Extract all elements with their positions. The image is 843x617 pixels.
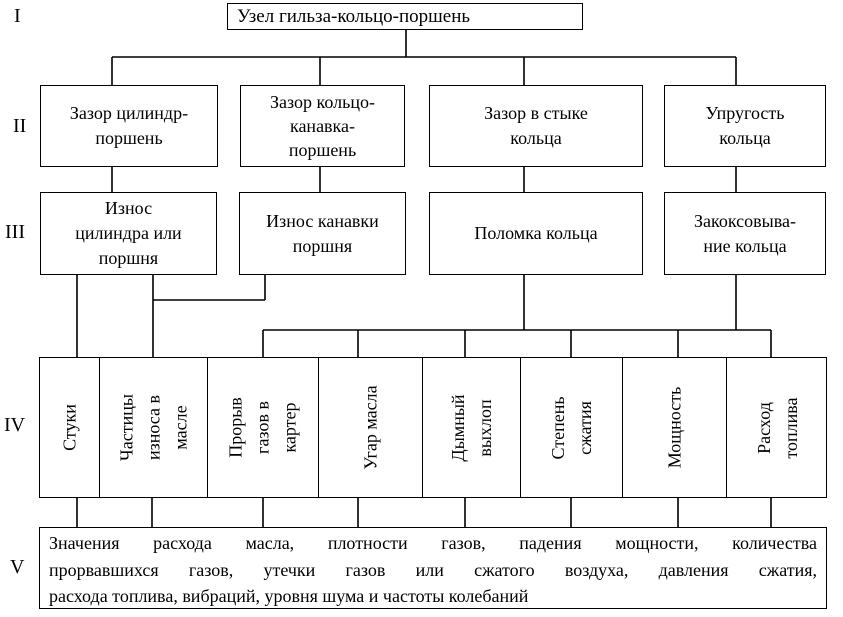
level3-box-ring-coking: Закоксовыва- ние кольца <box>664 192 826 275</box>
level4-cell-smoky-exhaust: Дымный выхлоп <box>422 358 520 497</box>
level4-label: Частицы износа в масле <box>116 394 190 461</box>
level4-cell-power: Мощность <box>622 358 726 497</box>
root-box: Узел гильза-кольцо-поршень <box>227 3 583 30</box>
level4-cell-oil-burning: Угар масла <box>318 358 422 497</box>
level5-parameters-box: Значения расхода масла, плотности газов,… <box>39 527 827 609</box>
row-label-3: III <box>5 221 25 243</box>
level2-box-clearance-cylinder-piston: Зазор цилиндр- поршень <box>40 85 218 167</box>
level4-label: Дымный выхлоп <box>447 393 495 462</box>
level5-line: Значения расхода масла, плотности газов,… <box>49 533 817 553</box>
row-label-4: IV <box>4 414 26 436</box>
level2-box-ring-gap-clearance: Зазор в стыке кольца <box>429 85 643 167</box>
level3-box-ring-breakage: Поломка кольца <box>429 192 643 275</box>
level3-box-piston-groove-wear: Износ канавки поршня <box>239 192 406 275</box>
level4-cell-fuel-consumption: Расход топлива <box>726 358 828 497</box>
level4-cell-knocks: Стуки <box>40 358 99 497</box>
row-label-5: V <box>10 556 25 578</box>
level3-box-cylinder-piston-wear: Износ цилиндра или поршня <box>40 192 217 275</box>
level4-label: Стуки <box>59 404 79 451</box>
level2-box-clearance-ring-groove-piston: Зазор кольцо- канавка- поршень <box>240 85 405 167</box>
level4-label: Мощность <box>664 386 684 469</box>
level4-cell-compression-ratio: Степень сжатия <box>520 358 622 497</box>
level5-line: расхода топлива, вибраций, уровня шума и… <box>49 586 529 606</box>
level5-line: прорвавшихся газов, утечки газов или сжа… <box>49 559 817 580</box>
level2-box-ring-elasticity: Упругость кольца <box>664 85 826 167</box>
row-label-1: I <box>14 5 21 27</box>
level4-label: Прорыв газов в картер <box>225 397 300 458</box>
level4-cell-wear-particles-in-oil: Частицы износа в масле <box>99 358 207 497</box>
level4-label: Расход топлива <box>753 396 801 459</box>
level4-cell-gas-blowby-to-crankcase: Прорыв газов в картер <box>207 358 318 497</box>
level4-symptom-row: Стуки Частицы износа в масле Прорыв газо… <box>39 357 827 498</box>
level4-label: Угар масла <box>360 385 380 470</box>
row-label-2: II <box>13 115 27 137</box>
level4-label: Степень сжатия <box>547 395 595 460</box>
